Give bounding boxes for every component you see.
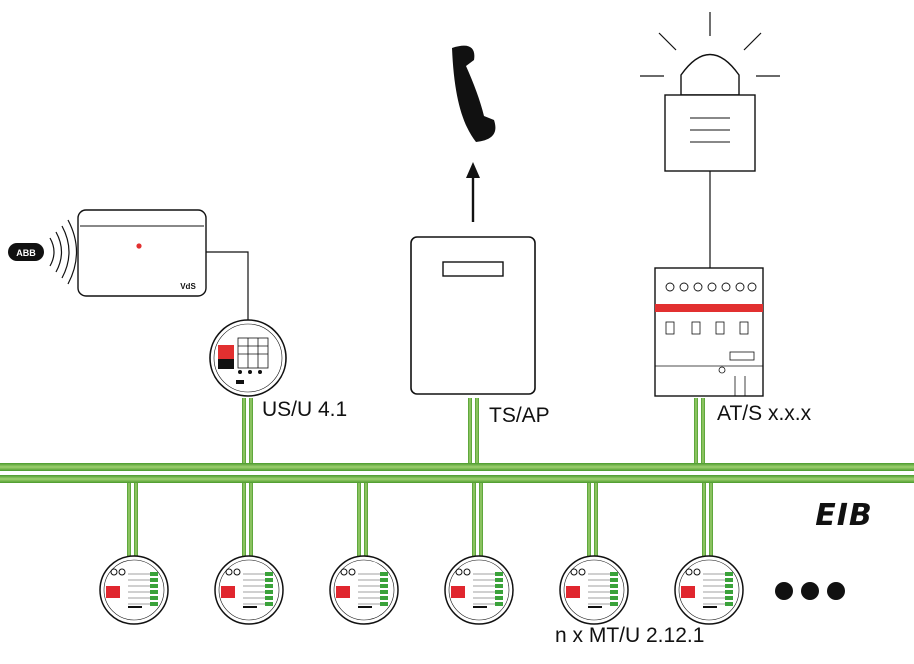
phone-unit-device [410,236,536,395]
module-drop [702,483,713,556]
reader-wire [206,251,249,330]
module-drop [127,483,138,556]
module-drop [242,483,253,556]
module-device [444,555,514,625]
actuator-device [654,267,764,397]
module-device [329,555,399,625]
module-drop [357,483,368,556]
phone-handset-icon [452,45,496,142]
module-device [674,555,744,625]
reader-led [136,243,142,249]
module-device [214,555,284,625]
card-reader: VdS [77,209,207,297]
reader-mark: VdS [180,282,196,291]
bus-drop-coupler [242,398,253,463]
modules-label: n x MT/U 2.12.1 [555,624,705,647]
svg-text:EIB: EIB [815,498,873,533]
module-device [99,555,169,625]
bus-line [0,463,914,483]
alarm-beacon-icon [640,12,780,172]
module-drop [472,483,483,556]
coupler-device [209,319,287,397]
bus-drop-phone-unit [468,398,479,463]
keyfob-logo: ABB [16,248,36,258]
bus-drop-actuator [694,398,705,463]
actuator-label: AT/S x.x.x [717,402,812,425]
coupler-label: US/U 4.1 [262,398,348,421]
module-row [99,555,744,625]
keyfob: ABB [8,219,77,285]
bus-logo-icon: EIB [815,498,873,533]
module-drop [587,483,598,556]
module-device [559,555,629,625]
phone-unit-label: TS/AP [489,404,550,427]
module-drops [127,483,713,556]
ellipsis-icon [775,582,845,600]
